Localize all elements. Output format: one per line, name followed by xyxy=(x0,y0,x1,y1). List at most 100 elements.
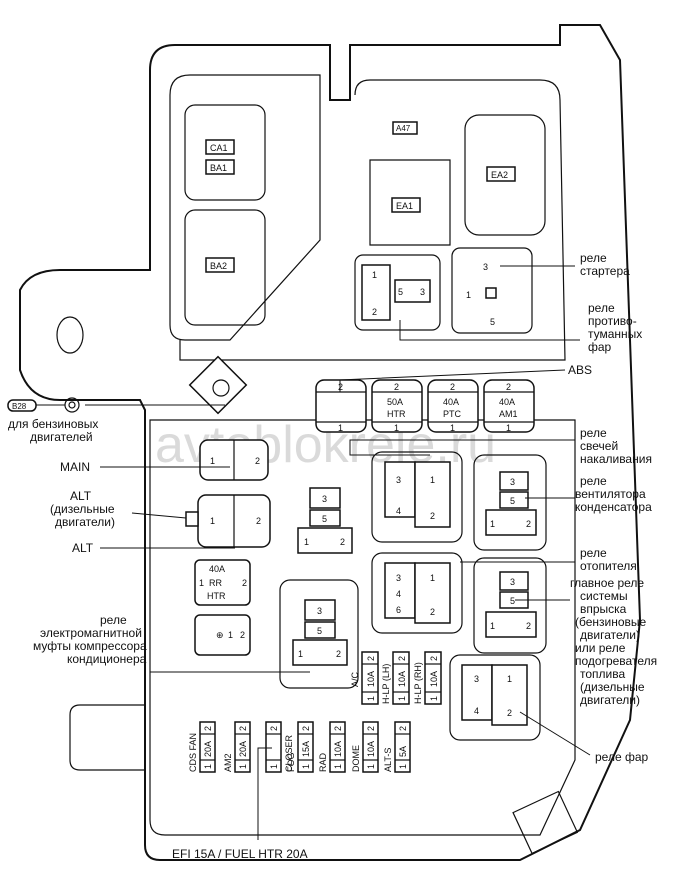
svg-text:1: 1 xyxy=(394,423,399,433)
svg-text:40A: 40A xyxy=(443,397,459,407)
svg-text:3: 3 xyxy=(396,475,401,485)
large-fuse: 21 xyxy=(315,379,367,433)
headlamp-relay: 34 12 xyxy=(449,654,541,741)
svg-text:3: 3 xyxy=(510,577,515,587)
fuse-label: H-LP (RH) xyxy=(413,662,423,704)
svg-text:5: 5 xyxy=(322,514,327,524)
svg-text:40A: 40A xyxy=(209,564,225,574)
svg-text:2: 2 xyxy=(430,511,435,521)
svg-text:1: 1 xyxy=(238,764,248,769)
glow-plug-relay: 3 4 1 2 xyxy=(371,451,463,543)
svg-text:2: 2 xyxy=(238,726,248,731)
fuse-label: FOG xyxy=(286,753,296,773)
callout-main: MAIN xyxy=(60,460,90,474)
svg-text:HTR: HTR xyxy=(207,591,226,601)
svg-text:5: 5 xyxy=(490,317,495,327)
svg-text:1: 1 xyxy=(298,649,303,659)
leader-lines xyxy=(85,265,591,840)
svg-text:1: 1 xyxy=(466,290,471,300)
svg-text:2: 2 xyxy=(255,456,260,466)
fuse-label: A/C xyxy=(350,671,360,687)
connector-ca1: CA1 xyxy=(210,143,228,153)
callout-efi: EFI 15A / FUEL HTR 20A xyxy=(172,847,308,861)
svg-text:1: 1 xyxy=(210,516,215,526)
svg-text:20A: 20A xyxy=(238,741,248,757)
svg-text:2: 2 xyxy=(366,726,376,731)
svg-text:1: 1 xyxy=(430,475,435,485)
callout-alt: ALT xyxy=(72,541,94,555)
svg-text:2: 2 xyxy=(372,307,377,317)
svg-text:4: 4 xyxy=(396,589,401,599)
svg-text:2: 2 xyxy=(256,516,261,526)
fuse-label: H-LP (LH) xyxy=(381,664,391,704)
svg-text:1: 1 xyxy=(490,519,495,529)
svg-text:2: 2 xyxy=(394,382,399,392)
fuse-label: RAD xyxy=(318,752,328,772)
svg-text:2: 2 xyxy=(333,726,343,731)
svg-text:2: 2 xyxy=(430,607,435,617)
svg-text:2: 2 xyxy=(450,382,455,392)
fuse-label: CLOSER xyxy=(284,734,294,772)
svg-text:PTC: PTC xyxy=(443,409,462,419)
svg-text:2: 2 xyxy=(429,656,439,661)
connector-b28: B28 xyxy=(7,397,80,413)
svg-text:5A: 5A xyxy=(398,746,408,757)
svg-text:1: 1 xyxy=(450,423,455,433)
heater-relay: 346 12 xyxy=(371,552,463,634)
svg-text:4: 4 xyxy=(396,506,401,516)
svg-text:2: 2 xyxy=(336,649,341,659)
svg-text:6: 6 xyxy=(396,605,401,615)
svg-text:1: 1 xyxy=(506,423,511,433)
svg-text:AM1: AM1 xyxy=(499,409,518,419)
svg-text:3: 3 xyxy=(474,674,479,684)
callout-abs: ABS xyxy=(568,363,592,377)
svg-text:10A: 10A xyxy=(333,741,343,757)
svg-text:2: 2 xyxy=(398,726,408,731)
svg-text:5: 5 xyxy=(510,596,515,606)
svg-text:2: 2 xyxy=(506,382,511,392)
svg-text:HTR: HTR xyxy=(387,409,406,419)
svg-text:1: 1 xyxy=(490,621,495,631)
fuse-label: AM2 xyxy=(223,753,233,772)
mini-fuse: 1 20A 2 AM2 xyxy=(223,721,251,773)
svg-text:2: 2 xyxy=(340,537,345,547)
svg-text:1: 1 xyxy=(366,696,376,701)
svg-text:2: 2 xyxy=(301,726,311,731)
svg-text:1: 1 xyxy=(507,674,512,684)
svg-text:2: 2 xyxy=(526,621,531,631)
svg-text:RR: RR xyxy=(209,578,222,588)
svg-text:2: 2 xyxy=(338,382,343,392)
callout-headlamp-relay: реле фар xyxy=(595,750,649,764)
svg-text:2: 2 xyxy=(526,519,531,529)
svg-text:15A: 15A xyxy=(301,741,311,757)
svg-text:1: 1 xyxy=(203,764,213,769)
svg-text:50A: 50A xyxy=(387,397,403,407)
svg-text:5: 5 xyxy=(317,626,322,636)
svg-text:2: 2 xyxy=(397,656,407,661)
fuse-label: DOME xyxy=(351,745,361,772)
connector-ba1: BA1 xyxy=(210,163,227,173)
starter-relay: 3 1 5 xyxy=(451,247,533,334)
svg-text:2: 2 xyxy=(507,708,512,718)
connector-block-right: A47 EA1 EA2 xyxy=(369,114,546,246)
